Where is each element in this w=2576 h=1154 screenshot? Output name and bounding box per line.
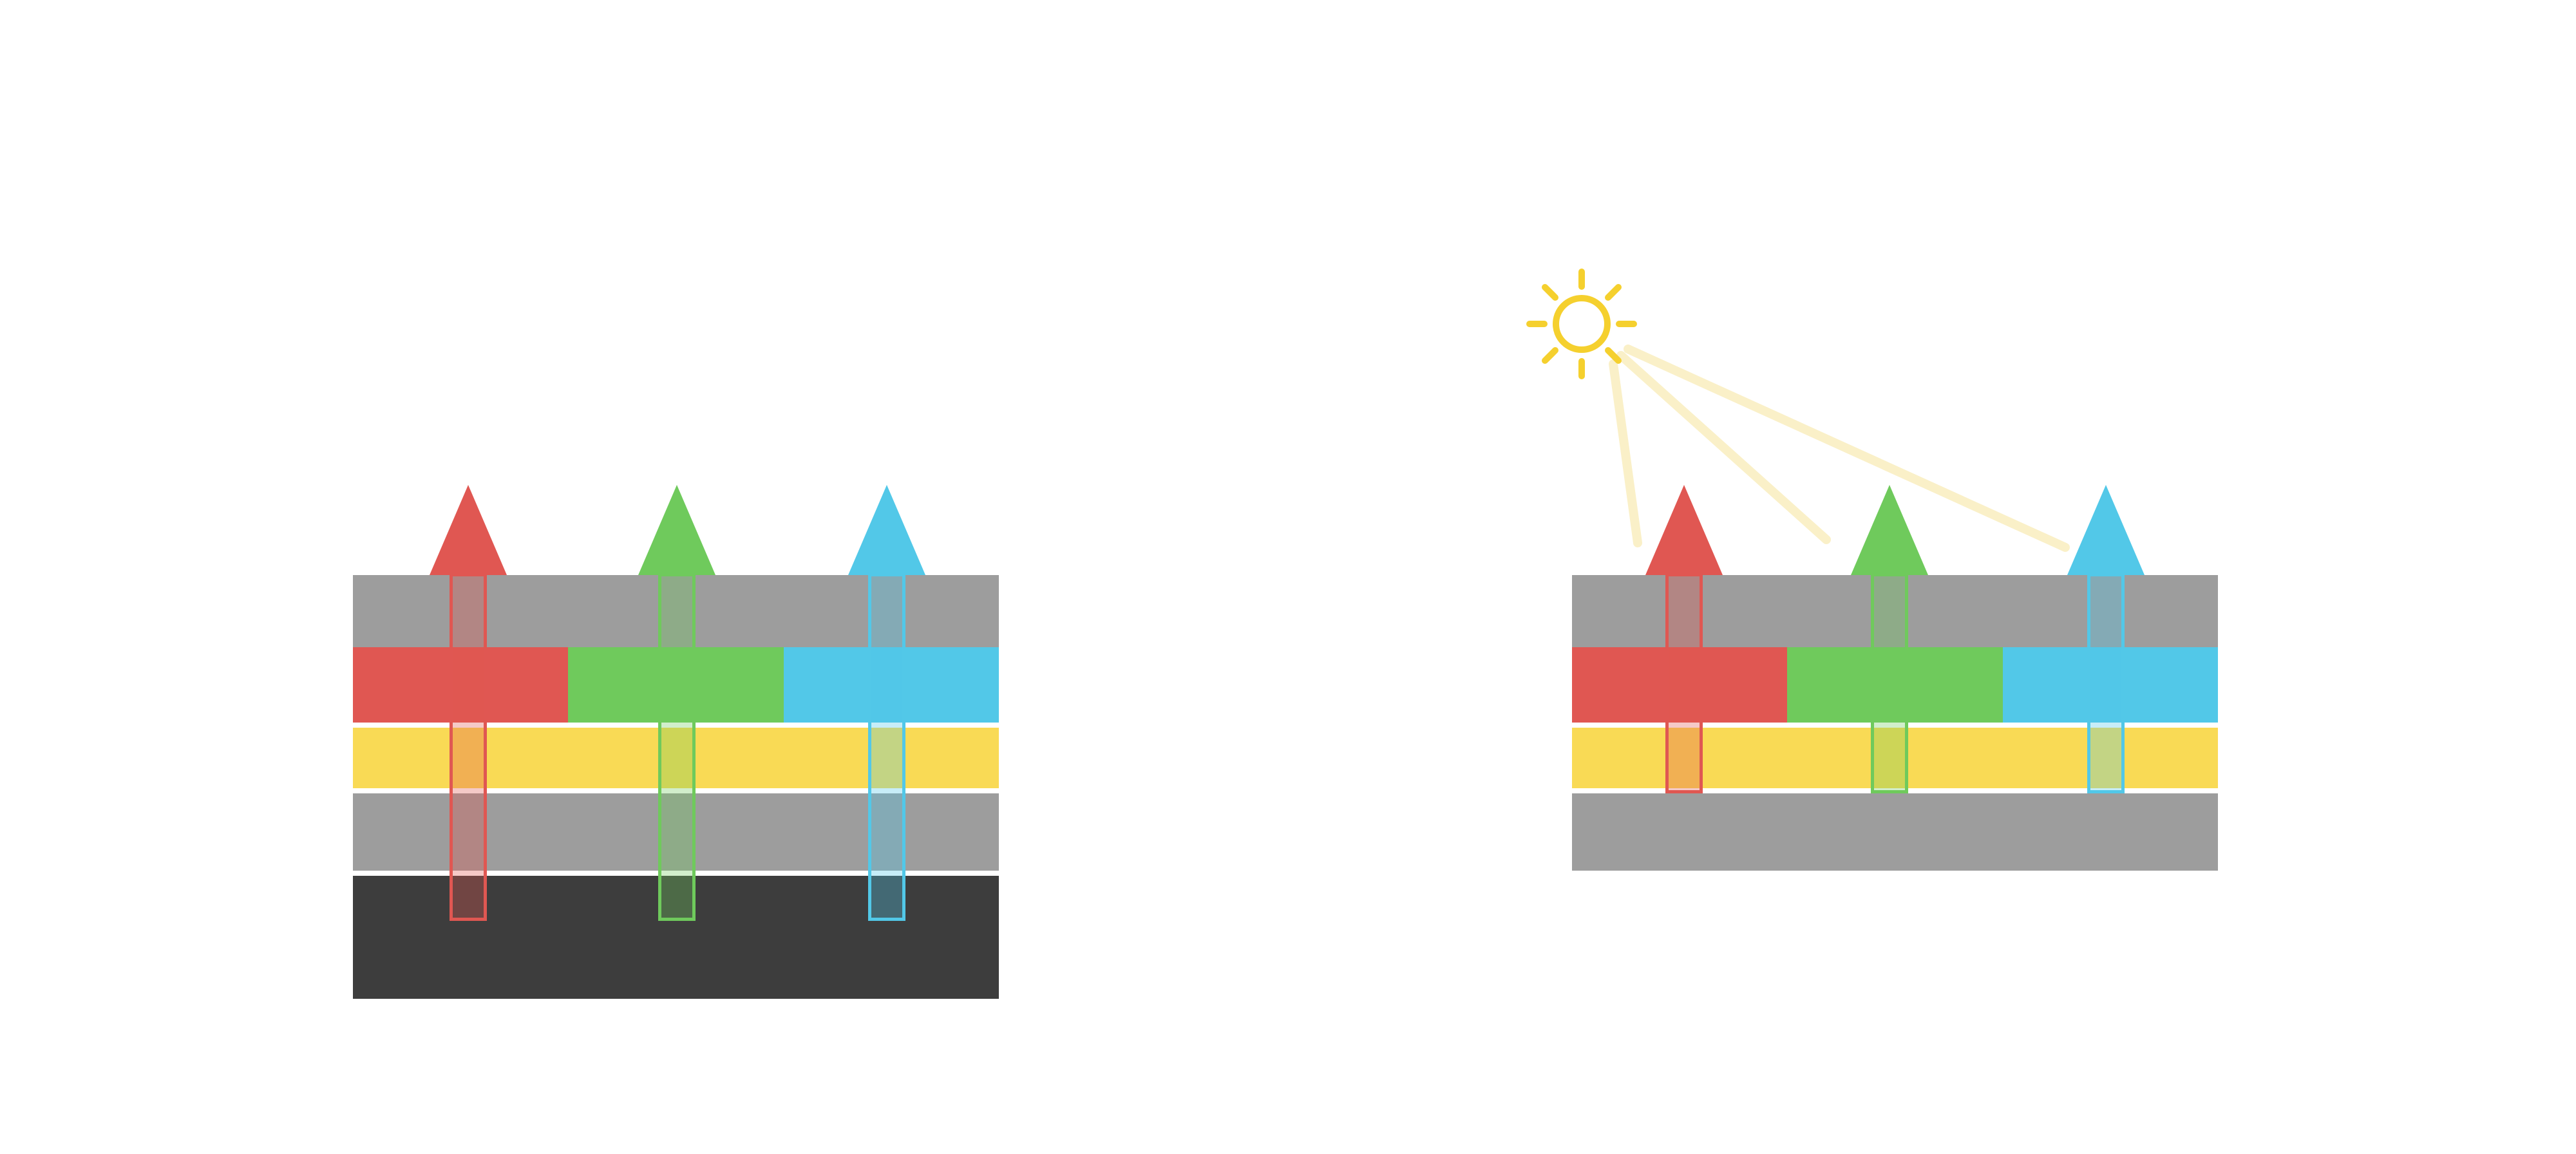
yellow-layer	[1572, 728, 2218, 788]
arrow-head	[2067, 485, 2145, 575]
arrow-head	[848, 485, 925, 575]
gray-layer-bottom	[353, 793, 999, 871]
color-filter-layer	[353, 647, 999, 723]
arrow-shaft-fill	[453, 576, 484, 918]
arrow-shaft	[1871, 573, 1908, 793]
arrow-head	[1645, 485, 1723, 575]
display-layer-stack	[353, 575, 999, 999]
red-subpixel	[1572, 647, 1787, 723]
arrow-head	[638, 485, 715, 575]
arrow-shaft	[868, 573, 905, 921]
arrow-head	[430, 485, 507, 575]
gray-layer-bottom	[1572, 793, 2218, 871]
dark-backlight-layer	[353, 876, 999, 999]
arrow-shaft-fill	[871, 576, 902, 918]
red-subpixel	[353, 647, 568, 723]
arrow-shaft	[2087, 573, 2125, 793]
green-subpixel	[1787, 647, 2003, 723]
cyan-subpixel	[784, 647, 999, 723]
yellow-layer	[353, 728, 999, 788]
arrow-shaft	[658, 573, 696, 921]
arrow-shaft	[450, 573, 487, 921]
arrow-shaft-fill	[1874, 576, 1905, 790]
arrow-shaft-fill	[2090, 576, 2121, 790]
cyan-subpixel	[2003, 647, 2218, 723]
arrow-head	[1851, 485, 1928, 575]
color-filter-layer	[1572, 647, 2218, 723]
gray-layer-top	[1572, 575, 2218, 647]
arrow-shaft-fill	[661, 576, 692, 918]
arrow-shaft	[1665, 573, 1703, 793]
arrow-shaft-fill	[1669, 576, 1700, 790]
gray-layer-top	[353, 575, 999, 647]
display-layer-stack	[1572, 575, 2218, 871]
green-subpixel	[568, 647, 784, 723]
